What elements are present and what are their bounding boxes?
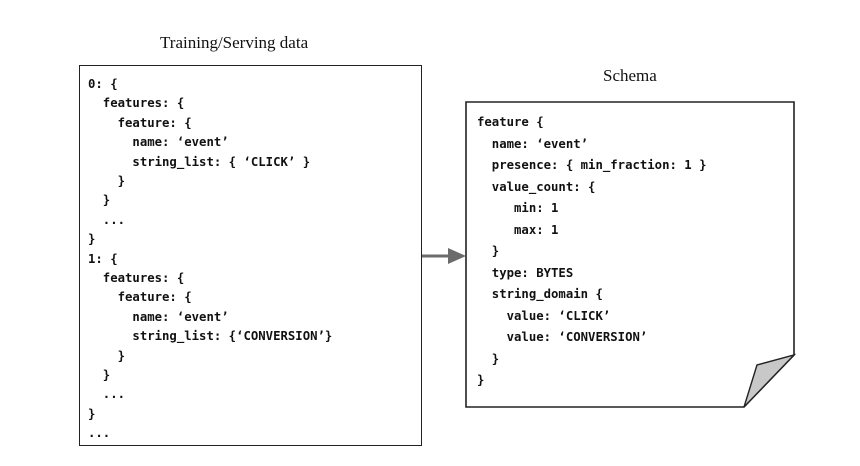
training-data-line: string_list: { ‘CLICK’ } (88, 154, 311, 169)
training-data-line: } (88, 348, 126, 363)
training-data-line: ... (88, 212, 126, 227)
schema-line: presence: { min_fraction: 1 } (477, 158, 707, 172)
schema-title: Schema (603, 66, 657, 85)
training-data-line: 1: { (88, 251, 118, 266)
schema-line: type: BYTES (477, 265, 574, 280)
schema-line: min: 1 (477, 201, 559, 215)
schema-line: } (477, 244, 500, 258)
training-data-line: ... (88, 426, 111, 441)
schema-line: } (477, 351, 500, 366)
training-data-line: ... (88, 387, 126, 402)
training-data-line: name: ‘event’ (88, 135, 229, 150)
training-data-line: name: ‘event’ (88, 309, 229, 324)
schema-document (465, 101, 797, 408)
schema-line: } (477, 373, 485, 387)
schema-line: value: ‘CLICK’ (477, 308, 611, 323)
training-serving-data-title: Training/Serving data (160, 33, 309, 52)
training-data-line: } (88, 368, 111, 382)
schema-line: value_count: { (477, 179, 596, 194)
training-serving-data-box: 0: { features: { feature: { name: ‘event… (79, 65, 422, 446)
training-data-line: features: { (88, 96, 185, 111)
folded-corner-icon (743, 353, 797, 408)
schema-line: string_domain { (477, 287, 603, 301)
training-data-line: } (88, 406, 96, 421)
training-data-line: features: { (88, 271, 185, 285)
schema-line: max: 1 (477, 222, 559, 237)
arrow-icon (422, 248, 466, 264)
training-data-line: } (88, 232, 96, 247)
training-data-line: } (88, 174, 126, 188)
schema-line: value: ‘CONVERSION’ (477, 330, 648, 344)
training-data-line: feature: { (88, 290, 192, 305)
training-data-line: 0: { (88, 77, 118, 91)
schema-line: feature { (477, 115, 544, 129)
schema-line: name: ‘event’ (477, 136, 589, 151)
training-data-line: } (88, 193, 111, 208)
training-data-line: feature: { (88, 115, 192, 130)
training-data-line: string_list: {‘CONVERSION’} (88, 329, 333, 344)
